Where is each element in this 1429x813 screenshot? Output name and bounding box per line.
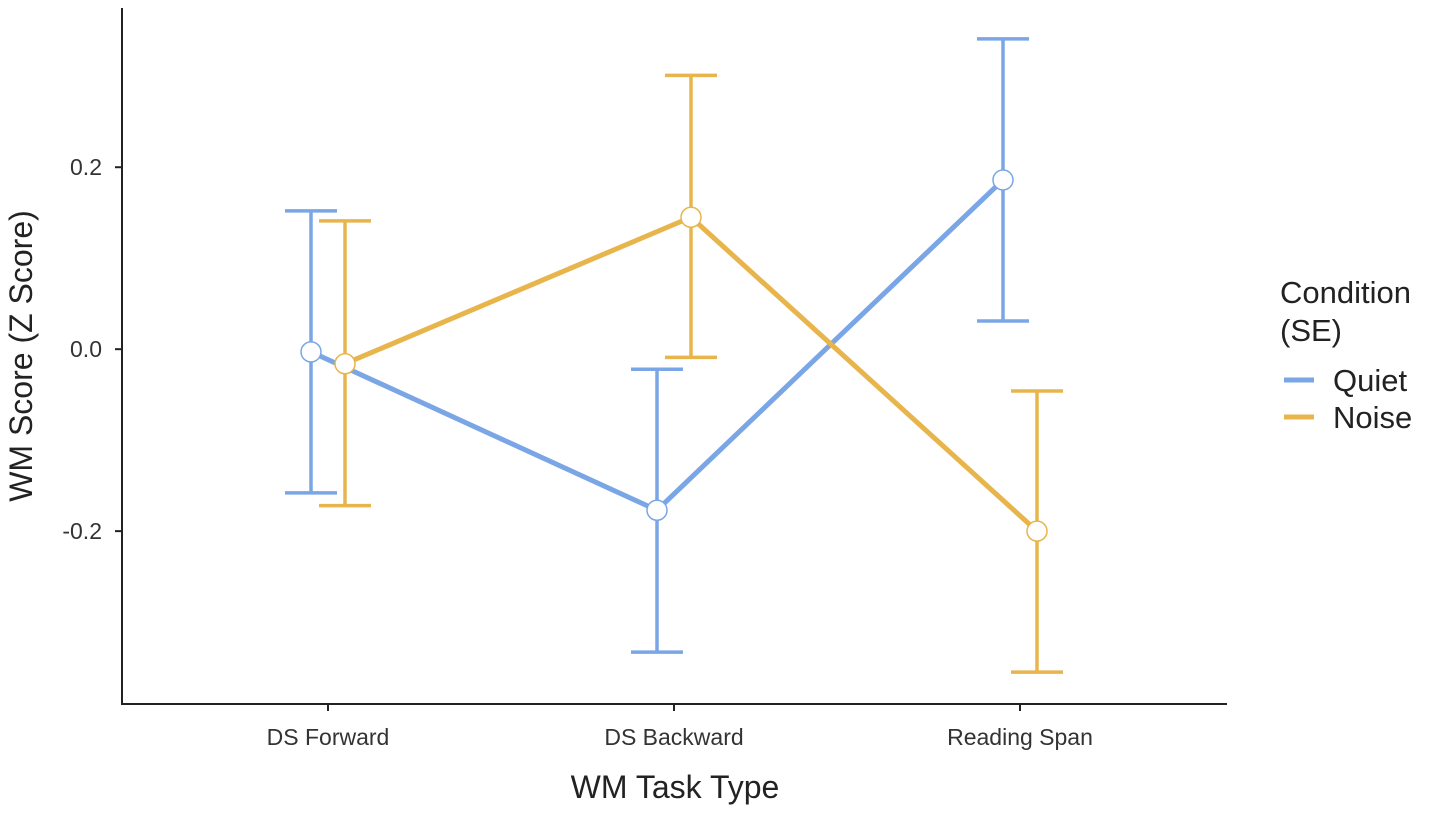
y-tick-label: 0.0	[70, 336, 102, 362]
data-point-quiet	[300, 341, 322, 363]
series-layer	[285, 37, 1063, 674]
series-quiet	[285, 37, 1029, 654]
data-point-quiet	[992, 169, 1014, 191]
series-noise	[319, 73, 1063, 674]
legend-title-line-2: (SE)	[1280, 313, 1342, 348]
legend-label-noise: Noise	[1333, 400, 1412, 435]
x-axis-title: WM Task Type	[571, 769, 780, 805]
x-ticks: DS Forward DS Backward Reading Span	[267, 704, 1093, 750]
x-tick-label: Reading Span	[947, 724, 1093, 750]
x-tick-label: DS Forward	[267, 724, 390, 750]
y-ticks: -0.2 0.0 0.2	[62, 154, 122, 544]
legend-label-quiet: Quiet	[1333, 363, 1407, 398]
x-tick-label: DS Backward	[604, 724, 743, 750]
points-layer	[300, 169, 1048, 542]
data-point-noise	[1026, 520, 1048, 542]
y-tick-label: 0.2	[70, 154, 102, 180]
legend-title-line-1: Condition	[1280, 275, 1411, 310]
data-point-noise	[334, 352, 356, 375]
y-tick-label: -0.2	[62, 518, 102, 544]
data-point-noise	[680, 206, 702, 229]
data-point-quiet	[646, 499, 668, 521]
y-axis-title: WM Score (Z Score)	[3, 210, 39, 502]
